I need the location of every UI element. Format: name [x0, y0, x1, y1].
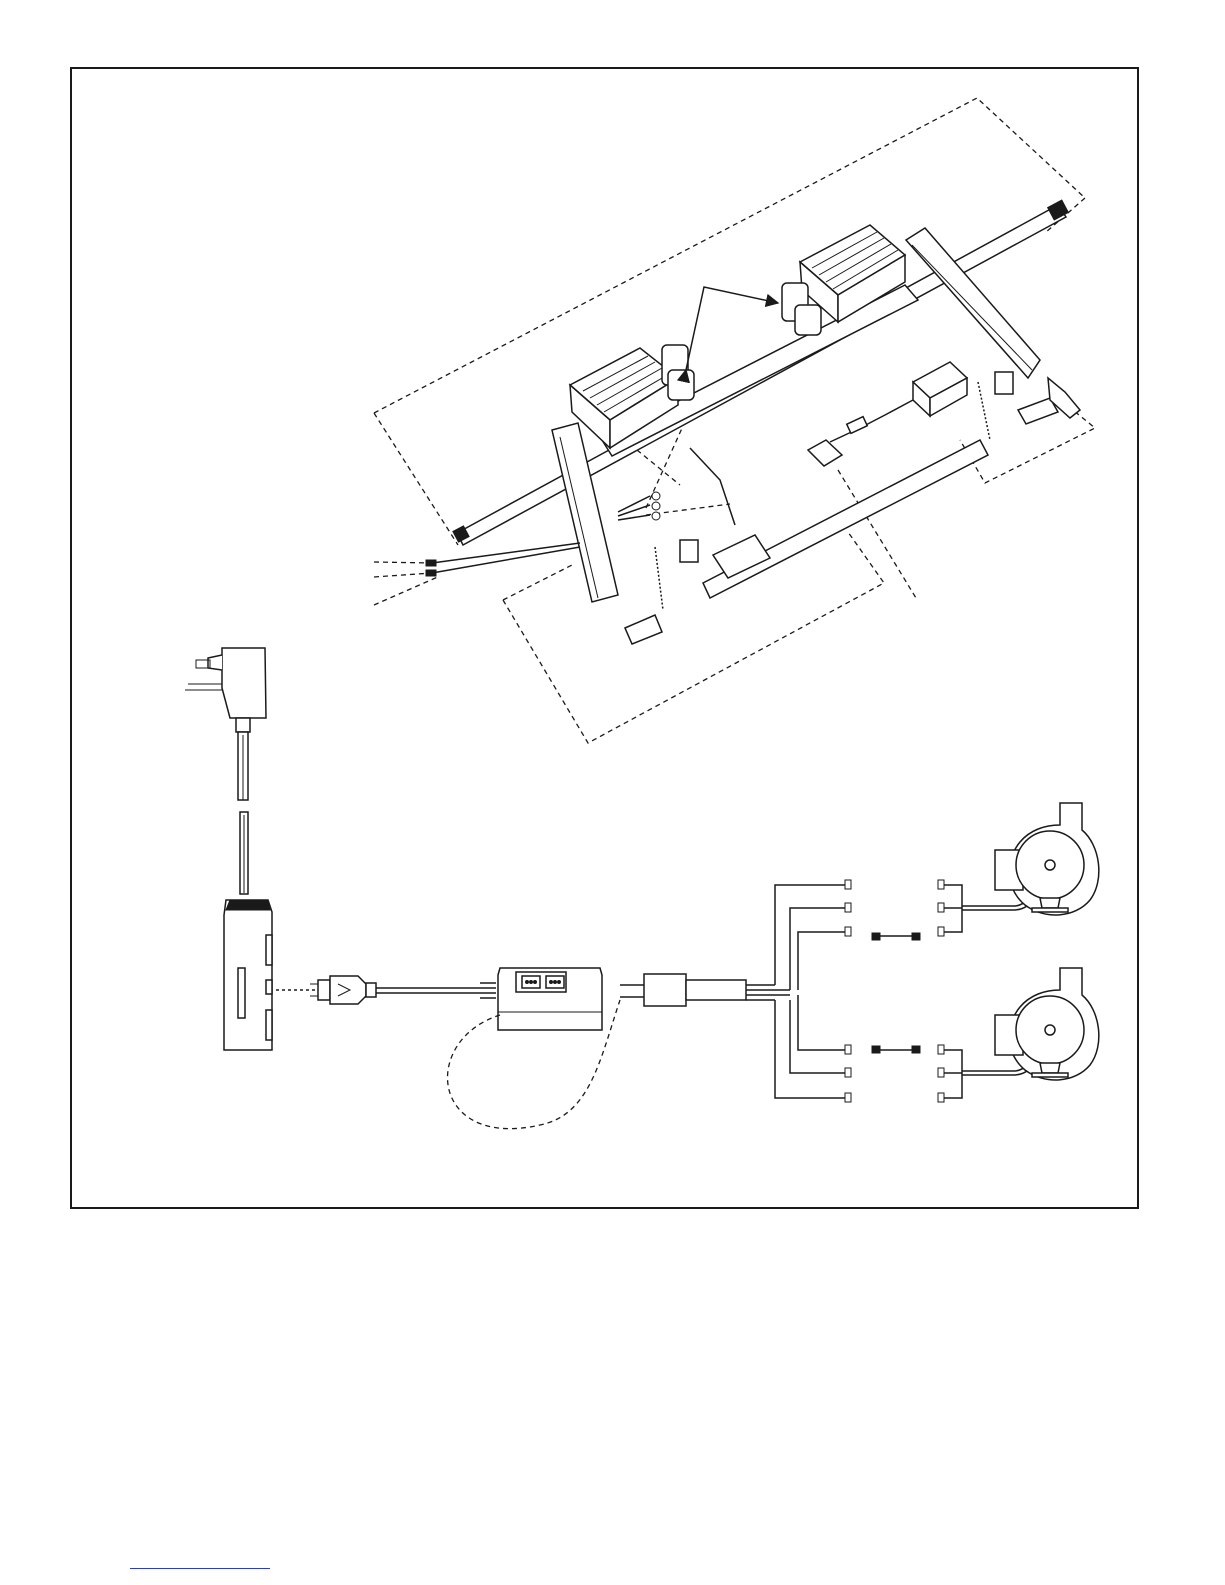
jumper-top	[872, 933, 920, 940]
speed-control-receiver	[224, 812, 272, 1050]
control-box	[498, 968, 602, 1030]
control-module	[808, 362, 967, 466]
footer-link-underline[interactable]	[130, 1568, 270, 1569]
blower-motor-left	[570, 345, 694, 448]
front-rail	[703, 440, 988, 598]
left-spring-assembly	[625, 540, 698, 644]
fireplace-insert-assembly	[374, 98, 1095, 743]
blower-motor-right	[782, 225, 905, 335]
wire-lead-guides	[374, 562, 440, 605]
jumper-bottom	[872, 1046, 920, 1053]
right-side-panel	[906, 228, 1040, 378]
blower-fan-top	[995, 803, 1099, 915]
blower-fan-bottom	[995, 968, 1099, 1080]
power-cord	[310, 976, 496, 1004]
wall-plug-adapter	[185, 648, 266, 800]
wiring-harness	[620, 880, 1034, 1102]
right-spring-assembly	[978, 372, 1058, 440]
lower-dashed-outline	[503, 532, 884, 743]
